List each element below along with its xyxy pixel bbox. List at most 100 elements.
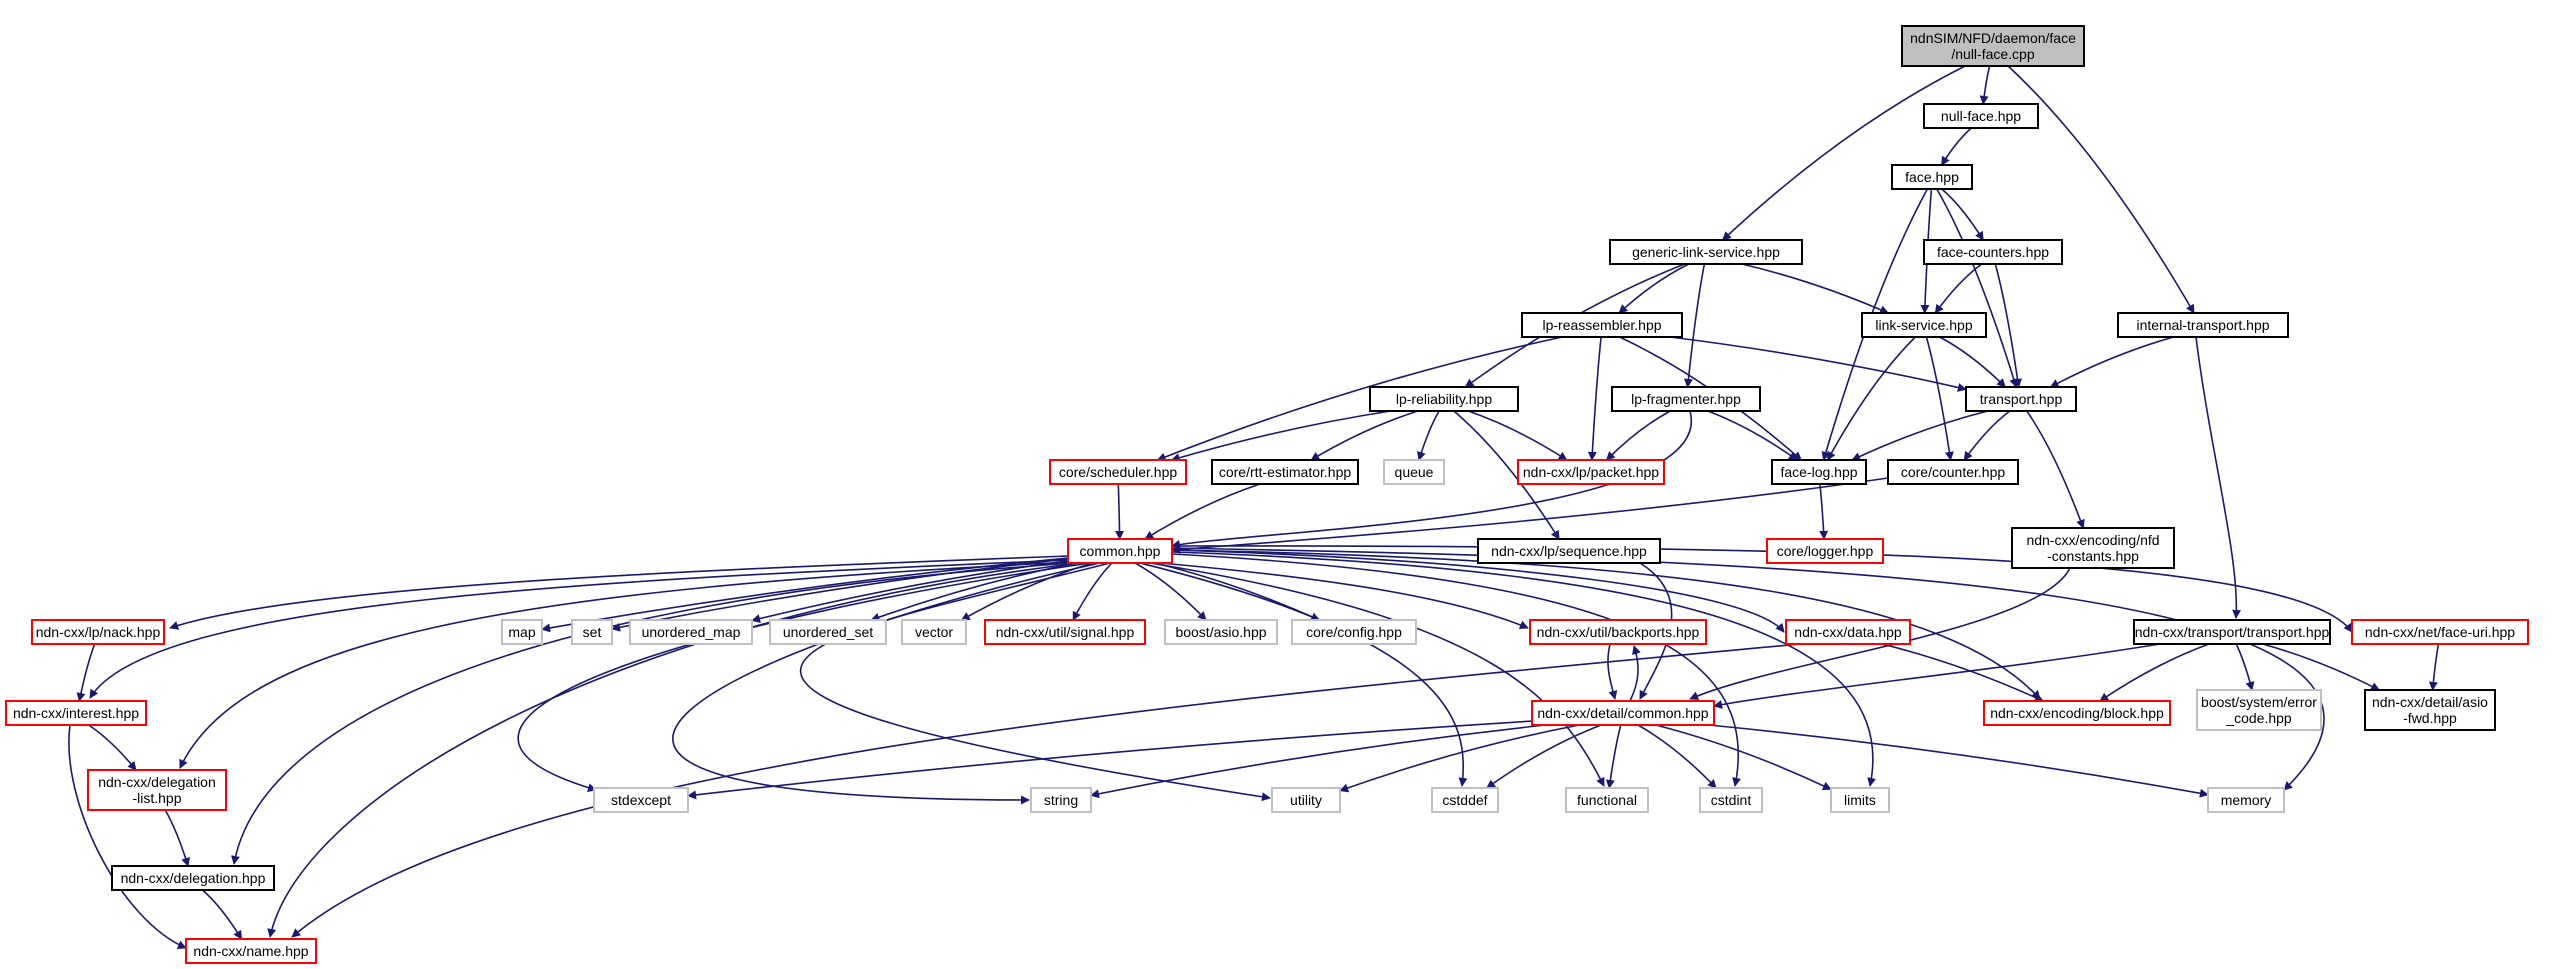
node-label: common.hpp xyxy=(1080,543,1161,559)
node-label: transport.hpp xyxy=(1980,391,2063,407)
node-label: utility xyxy=(1290,792,1322,808)
node-label: -fwd.hpp xyxy=(2403,710,2457,726)
node-lpreassembler[interactable]: lp-reassembler.hpp xyxy=(1521,312,1683,338)
node-delegation[interactable]: ndn-cxx/delegation.hpp xyxy=(111,865,275,891)
node-label: ndn-cxx/name.hpp xyxy=(193,943,308,959)
node-backports[interactable]: ndn-cxx/util/backports.hpp xyxy=(1529,619,1707,645)
node-box xyxy=(2196,689,2322,731)
edge-common-to-backports xyxy=(1159,562,1529,630)
node-label: ndn-cxx/lp/packet.hpp xyxy=(1523,464,1659,480)
node-label: ndn-cxx/util/backports.hpp xyxy=(1537,624,1700,640)
node-common[interactable]: common.hpp xyxy=(1067,538,1173,564)
node-label: -constants.hpp xyxy=(2047,548,2139,564)
edge-delegation-to-name xyxy=(201,889,243,940)
node-box xyxy=(1901,25,2085,67)
node-delegationlist[interactable]: ndn-cxx/delegation-list.hpp xyxy=(87,769,227,811)
edge-delegationlist-to-delegation xyxy=(164,809,190,867)
edge-lpnack-to-interest xyxy=(76,643,96,702)
node-internaltransport[interactable]: internal-transport.hpp xyxy=(2117,312,2289,338)
node-lpfragmenter[interactable]: lp-fragmenter.hpp xyxy=(1611,386,1761,412)
node-box xyxy=(5,700,147,726)
node-linkservice[interactable]: link-service.hpp xyxy=(1861,312,1987,338)
edge-backports-to-detailcommon xyxy=(1607,643,1618,700)
node-queue: queue xyxy=(1383,459,1445,485)
node-label: cstdint xyxy=(1711,792,1752,808)
node-box xyxy=(593,787,689,813)
node-scheduler[interactable]: core/scheduler.hpp xyxy=(1049,459,1187,485)
edge-detailcommon-to-utility xyxy=(1339,724,1580,793)
node-label: ndn-cxx/encoding/nfd xyxy=(2026,532,2159,548)
node-gls[interactable]: generic-link-service.hpp xyxy=(1609,239,1803,265)
node-utility: utility xyxy=(1271,787,1341,813)
node-label: limits xyxy=(1844,792,1876,808)
node-corelogger[interactable]: core/logger.hpp xyxy=(1766,538,1884,564)
node-box xyxy=(1211,459,1359,485)
node-label: face-log.hpp xyxy=(1780,464,1857,480)
node-lpnack[interactable]: ndn-cxx/lp/nack.hpp xyxy=(31,619,165,645)
node-face[interactable]: face.hpp xyxy=(1891,164,1973,190)
node-label: internal-transport.hpp xyxy=(2136,317,2269,333)
node-nullface[interactable]: null-face.hpp xyxy=(1923,103,2039,129)
node-asiofwd[interactable]: ndn-cxx/detail/asio-fwd.hpp xyxy=(2364,689,2496,731)
node-box xyxy=(1383,459,1445,485)
node-label: core/scheduler.hpp xyxy=(1059,464,1178,480)
node-vector: vector xyxy=(901,619,967,645)
node-detailcommon[interactable]: ndn-cxx/detail/common.hpp xyxy=(1531,700,1715,726)
node-box xyxy=(1431,787,1499,813)
node-interest[interactable]: ndn-cxx/interest.hpp xyxy=(5,700,147,726)
node-rttest[interactable]: core/rtt-estimator.hpp xyxy=(1211,459,1359,485)
node-label: boost/system/error xyxy=(2201,694,2317,710)
node-cstddef: cstddef xyxy=(1431,787,1499,813)
node-label: ndn-cxx/delegation xyxy=(98,774,216,790)
edge-lpreliability-to-queue xyxy=(1417,410,1440,461)
node-label: queue xyxy=(1395,464,1434,480)
node-faceuri[interactable]: ndn-cxx/net/face-uri.hpp xyxy=(2351,619,2529,645)
node-facelog[interactable]: face-log.hpp xyxy=(1771,459,1867,485)
node-box xyxy=(1785,619,1911,645)
edge-lpreliability-to-lpsequence xyxy=(1453,410,1560,540)
node-transporttransport[interactable]: ndn-cxx/transport/transport.hpp xyxy=(2133,619,2331,645)
node-label: ndn-cxx/net/face-uri.hpp xyxy=(2365,624,2515,640)
edge-detailcommon-to-backports xyxy=(1629,645,1641,702)
node-facecounters[interactable]: face-counters.hpp xyxy=(1923,239,2063,265)
node-box xyxy=(111,865,275,891)
node-lppacket[interactable]: ndn-cxx/lp/packet.hpp xyxy=(1517,459,1665,485)
node-lpsequence[interactable]: ndn-cxx/lp/sequence.hpp xyxy=(1477,538,1661,564)
node-limits: limits xyxy=(1830,787,1890,813)
edge-detailcommon-to-cstddef xyxy=(1486,724,1602,789)
edge-common-to-interest xyxy=(89,559,1069,699)
node-box xyxy=(1565,787,1649,813)
node-label: core/rtt-estimator.hpp xyxy=(1219,464,1351,480)
edge-gls-to-lpreassembler xyxy=(1618,263,1690,314)
edge-common-to-utility xyxy=(799,562,1271,802)
node-box xyxy=(571,619,613,645)
node-transport[interactable]: transport.hpp xyxy=(1965,386,2077,412)
node-signal[interactable]: ndn-cxx/util/signal.hpp xyxy=(984,619,1146,645)
node-name[interactable]: ndn-cxx/name.hpp xyxy=(185,938,317,964)
node-data[interactable]: ndn-cxx/data.hpp xyxy=(1785,619,1911,645)
edge-rttest-to-common xyxy=(1144,483,1261,540)
node-label: _code.hpp xyxy=(2225,710,2292,726)
edge-lpfragmenter-to-common xyxy=(1171,410,1693,549)
node-label: face.hpp xyxy=(1905,169,1959,185)
edge-detailcommon-to-stdexcept xyxy=(687,720,1533,800)
edge-transport-to-corecounter xyxy=(1963,410,2011,461)
node-lpreliability[interactable]: lp-reliability.hpp xyxy=(1369,386,1519,412)
node-label: null-face.hpp xyxy=(1941,108,2021,124)
node-stdexcept: stdexcept xyxy=(593,787,689,813)
edge-common-to-data xyxy=(1171,549,1785,633)
node-box xyxy=(1771,459,1867,485)
edge-detailcommon-to-string xyxy=(1090,724,1546,799)
node-root[interactable]: ndnSIM/NFD/daemon/face/null-face.cpp xyxy=(1901,25,2085,67)
node-block[interactable]: ndn-cxx/encoding/block.hpp xyxy=(1983,700,2171,726)
node-box xyxy=(1923,103,2039,129)
edge-linkservice-to-facelog xyxy=(1826,336,1916,461)
node-box xyxy=(1887,459,2019,485)
node-label: ndn-cxx/delegation.hpp xyxy=(121,870,266,886)
edge-transporttransport-to-asiofwd xyxy=(2262,643,2381,691)
node-box xyxy=(1271,787,1341,813)
node-nfdconst[interactable]: ndn-cxx/encoding/nfd-constants.hpp xyxy=(2011,527,2175,569)
edge-transporttransport-to-syserror xyxy=(2235,643,2255,691)
node-label: core/config.hpp xyxy=(1306,624,1402,640)
node-corecounter[interactable]: core/counter.hpp xyxy=(1887,459,2019,485)
